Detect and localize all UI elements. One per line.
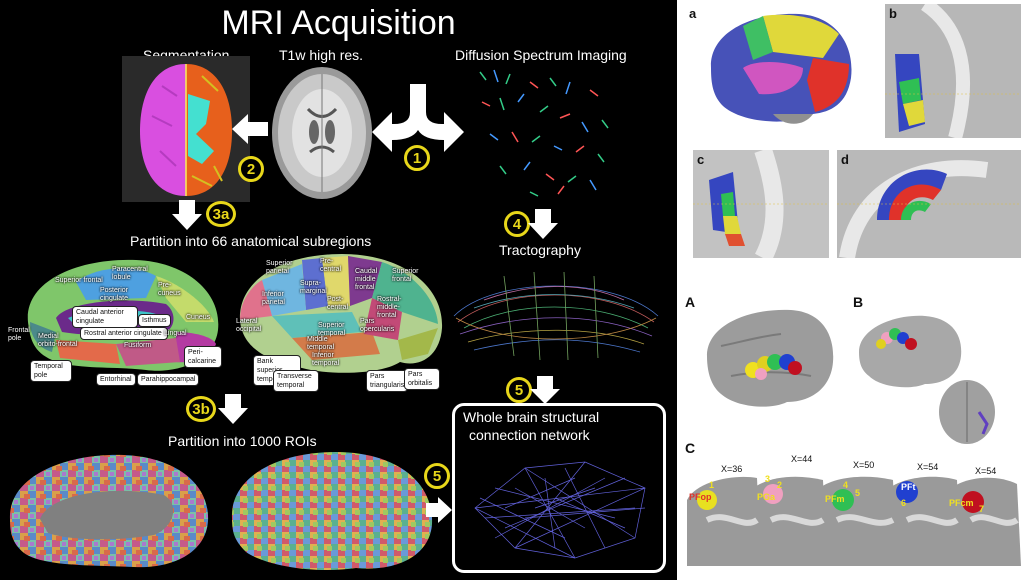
region-pars-opercularis: Pars opercularis <box>360 318 395 333</box>
region-medial-orbitofrontal: Medial orbito-frontal <box>38 333 78 348</box>
region-fusiform: Fusiform <box>124 342 152 349</box>
arrow-to-segmentation <box>232 114 268 144</box>
region-isthmus: Isthmus <box>138 314 171 327</box>
arrow-right-5 <box>426 497 452 523</box>
slice-2-x: X=44 <box>791 454 813 464</box>
region-superior-temporal: Superior temporal <box>318 322 346 337</box>
partition66-label: Partition into 66 anatomical subregions <box>130 233 372 249</box>
slice-1-num: 1 <box>709 480 715 490</box>
region-caudal-anterior-cingulate: Caudal anterior cingulate <box>72 306 138 328</box>
region-pars-orbitalis: Pars orbitalis <box>404 368 440 390</box>
slice-4-area: PFt <box>901 482 916 492</box>
tractography-label: Tractography <box>499 242 581 258</box>
right-figure-panels: a b c <box>677 0 1024 580</box>
arrow-down-3b <box>218 394 248 424</box>
dsi-label: Diffusion Spectrum Imaging <box>455 47 627 63</box>
segmentation-image <box>122 56 250 202</box>
slice-1-x: X=36 <box>721 464 743 474</box>
region-inferior-temporal: Inferior temporal <box>312 352 340 367</box>
step-4-badge: 4 <box>504 211 530 237</box>
panel-label-b: b <box>889 6 897 21</box>
dsi-image <box>479 69 609 197</box>
slice-3-extra-num: 5 <box>855 488 861 498</box>
panel-label-C: C <box>685 440 696 456</box>
panel-A-brain <box>707 309 834 407</box>
region-precuneus: Pre-cuneus <box>158 282 181 297</box>
arrow-down-4 <box>528 209 558 239</box>
figure-title: MRI Acquisition <box>221 4 456 42</box>
region-posterior-cingulate: Posterior cingulate <box>100 287 129 302</box>
region-postcentral: Post-central <box>327 296 349 311</box>
step-3b-badge: 3b <box>186 396 216 422</box>
step-5-badge-top: 5 <box>506 377 532 403</box>
slice-3-x: X=50 <box>853 460 875 470</box>
arrow-down-3a <box>172 200 202 230</box>
t1w-brain-image <box>272 67 372 199</box>
panel-label-B: B <box>853 294 864 310</box>
region-supramarginal: Supra-marginal <box>300 280 327 295</box>
slice-2-num: 2 <box>777 480 783 490</box>
mri-pipeline-figure: MRI Acquisition Segmentation T1w high re… <box>0 0 677 580</box>
region-precentral: Pre-central <box>320 258 342 273</box>
region-entorhinal: Entorhinal <box>96 373 136 386</box>
region-lingual: Lingual <box>164 330 187 337</box>
slice-3-num: 4 <box>843 480 849 490</box>
network-label-line2: connection network <box>469 427 590 443</box>
panel-label-A: A <box>685 294 696 310</box>
panel-label-d: d <box>841 152 849 167</box>
t1w-label: T1w high res. <box>279 47 364 63</box>
network-box: Whole brain structural connection networ… <box>452 403 666 573</box>
network-label-line1: Whole brain structural <box>463 409 600 425</box>
lateral-atlas-brain <box>239 254 443 373</box>
tractography-image <box>453 271 659 361</box>
region-paracentral: Paracentral lobule <box>112 266 148 281</box>
network-graph <box>474 461 646 559</box>
region-rostral-middle-frontal: Rostral-middle-frontal <box>377 296 402 319</box>
step-3a-badge: 3a <box>206 201 236 227</box>
slice-4-num: 6 <box>901 498 907 508</box>
slice-3-area: PFm <box>825 494 845 504</box>
step-2-badge: 2 <box>238 156 264 182</box>
panel-B-brains <box>859 315 995 444</box>
partition1000-label: Partition into 1000 ROIs <box>168 433 317 449</box>
slice-4-x: X=54 <box>917 462 939 472</box>
region-frontal-pole: Frontal pole <box>8 327 30 342</box>
panel-label-c: c <box>697 152 705 167</box>
fork-arrow <box>372 84 464 152</box>
region-lateral-occipital: Lateral occipital <box>236 318 262 333</box>
region-pericalcarine: Peri-calcarine <box>184 346 222 368</box>
arrow-down-5 <box>530 376 560 404</box>
slice-5-num: 7 <box>979 504 985 514</box>
region-pars-triangularis: Pars triangularis <box>366 370 408 392</box>
step-1-badge: 1 <box>404 145 430 171</box>
region-middle-temporal: Middle temporal <box>307 336 335 351</box>
region-superior-parietal: Superior parietal <box>266 260 293 275</box>
region-cuneus: Cuneus <box>186 314 211 321</box>
region-caudal-middle-frontal: Caudal middle frontal <box>355 268 378 291</box>
roi-brain-medial <box>9 454 209 568</box>
region-transverse-temporal: Transverse temporal <box>273 370 319 392</box>
region-superior-frontal-medial: Superior frontal <box>55 277 103 284</box>
slice-2-area: PGa <box>757 492 776 502</box>
slice-1-area: PFop <box>689 492 712 502</box>
step-5-badge-bottom: 5 <box>424 463 450 489</box>
region-inferior-parietal: Inferior parietal <box>262 291 285 306</box>
region-superior-frontal-lateral: Superior frontal <box>392 268 419 283</box>
slices-background <box>687 476 1021 566</box>
slice-5-x: X=54 <box>975 466 997 476</box>
panel-label-a: a <box>689 6 697 21</box>
panel-C-slices: X=36 X=44 X=50 X=54 X=54 PFop 1 PGa 2 3 … <box>687 454 1021 574</box>
region-parahippocampal: Parahippocampal <box>137 373 200 386</box>
slice-5-area: PFcm <box>949 498 974 508</box>
region-rostral-anterior-cingulate: Rostral anterior cingulate <box>80 327 168 340</box>
region-temporal-pole: Temporal pole <box>30 360 72 382</box>
slice-2-extra-num: 3 <box>765 474 771 484</box>
panel-a-brain-3d <box>710 13 852 124</box>
panel-d-mri <box>837 150 1021 258</box>
panel-c-mri <box>693 150 829 258</box>
roi-brain-lateral <box>231 452 433 571</box>
panel-b-mri <box>885 4 1021 138</box>
